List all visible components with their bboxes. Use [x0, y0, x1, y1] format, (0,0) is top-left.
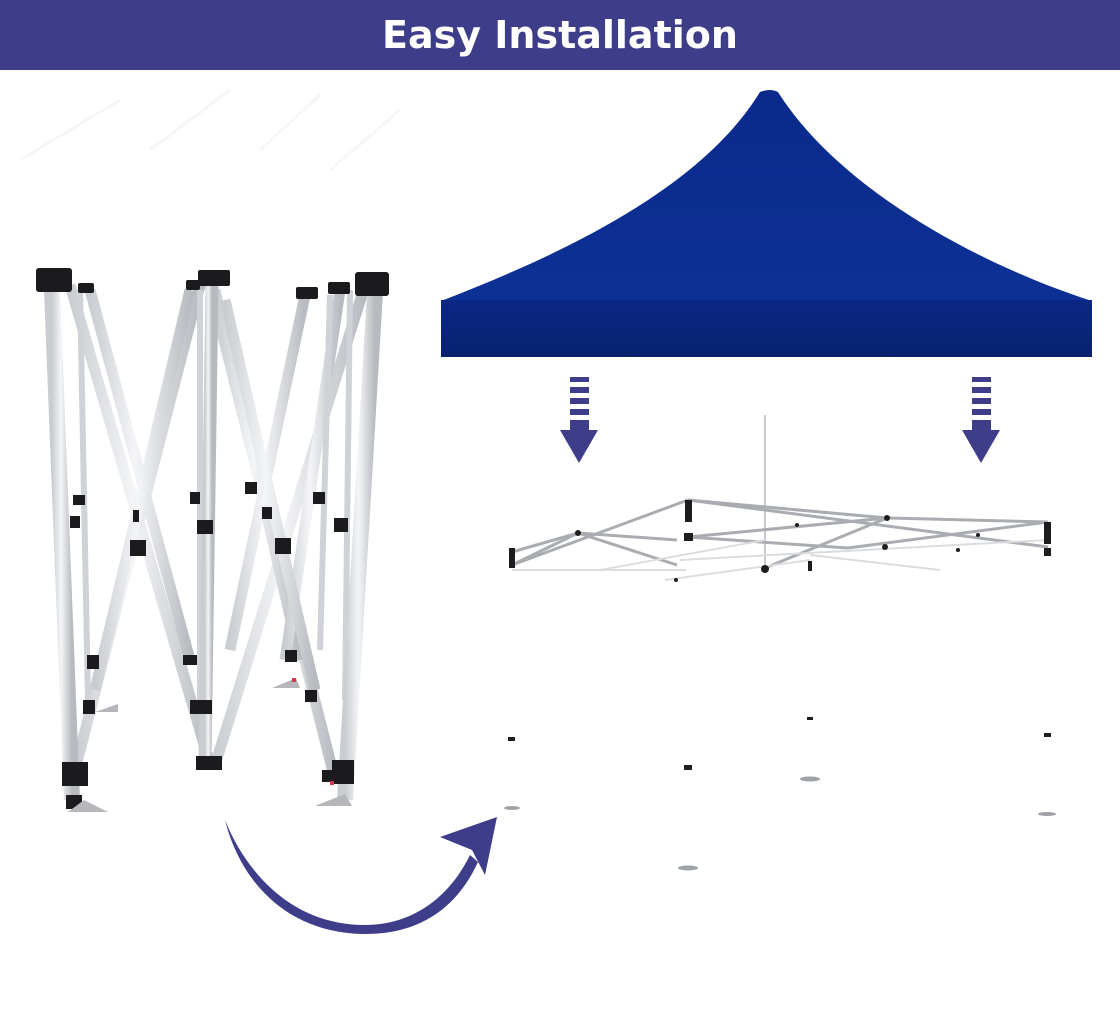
header-banner: Easy Installation — [0, 0, 1120, 70]
dashed-down-arrow-icon-right — [962, 377, 1000, 463]
dashed-down-arrow-icon-left — [560, 377, 598, 463]
folded-frame-image — [36, 268, 389, 812]
background-watermark — [19, 88, 401, 172]
installation-illustration — [0, 70, 1120, 1020]
canopy-top-image — [441, 90, 1092, 357]
curved-arrow-icon — [225, 817, 497, 935]
expanded-frame-image — [504, 415, 1056, 871]
page-title: Easy Installation — [382, 13, 738, 57]
